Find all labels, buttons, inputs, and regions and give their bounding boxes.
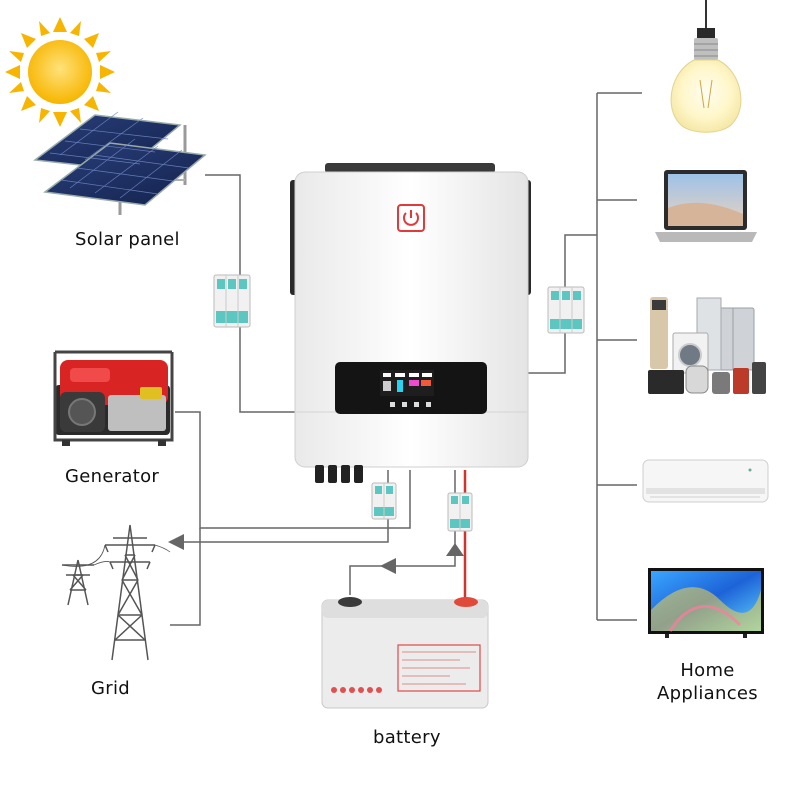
battery-icon [321,597,489,709]
circuit-breaker-icon [213,274,585,532]
arrow-to-battery-left [380,558,396,574]
home-appliances-label-line1: Home [680,660,735,681]
power-tower-icon [61,524,171,661]
kitchen-appliances-icon [648,297,766,394]
solar-panel-label: Solar panel [75,229,180,250]
grid-label: Grid [91,678,130,699]
inverter-display [335,362,487,414]
generator-icon [53,350,174,446]
light-bulb-icon [670,0,742,133]
home-appliances-label-line2: Appliances [657,683,758,704]
battery-negative-wire [349,470,456,595]
inverter-icon [290,163,531,483]
television-icon [648,568,764,638]
air-conditioner-icon [642,459,769,503]
arrow-up-from-battery [446,543,464,556]
laptop-icon [655,170,757,242]
arrow-to-grid [168,534,184,550]
power-button-icon [397,204,425,232]
home-appliances-label: Home Appliances [640,660,775,704]
grid-wire [170,528,201,626]
generator-label: Generator [65,466,160,487]
sun-icon [5,17,115,127]
solar-panel-icon [33,111,207,215]
battery-label: battery [373,727,441,748]
inverter-connectors [315,465,363,483]
